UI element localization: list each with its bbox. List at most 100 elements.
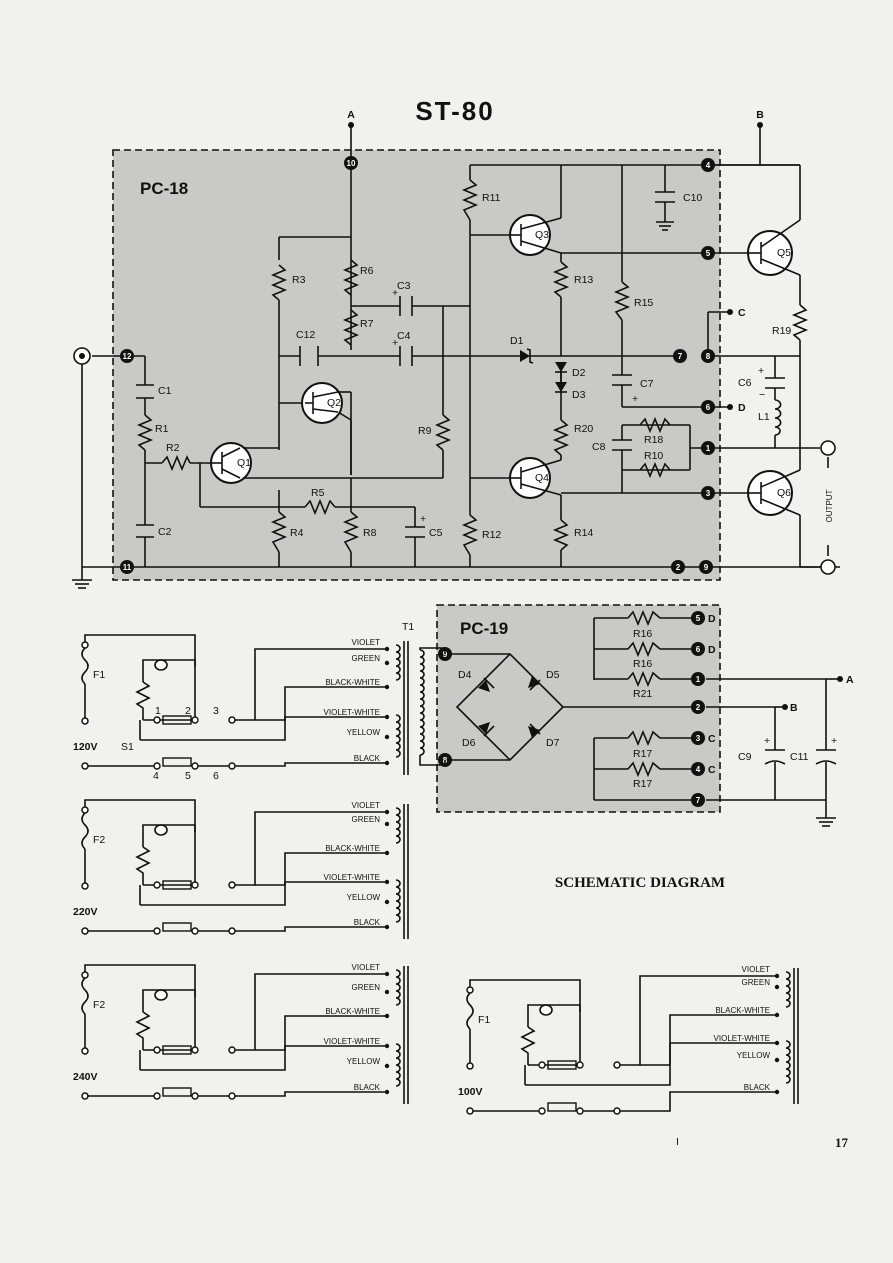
wire-label: VIOLET xyxy=(352,801,381,810)
wire-label: YELLOW xyxy=(347,893,381,902)
label-c12: C12 xyxy=(296,329,315,341)
resistor-r17-b xyxy=(627,760,661,778)
label-c7: C6 xyxy=(738,377,752,389)
label-r8: R8 xyxy=(363,527,377,539)
voltage-label: 240V xyxy=(73,1071,98,1083)
pc19-nodes: 9 8 5 D 6 D 1 2 3 C 4 C 7 xyxy=(438,611,716,807)
label-q6: Q6 xyxy=(777,487,791,499)
label-d5: D5 xyxy=(546,669,560,681)
wire-label: VIOLET xyxy=(352,963,381,972)
node-9: 9 xyxy=(699,560,713,574)
capacitor-c10 xyxy=(655,191,675,231)
label-d3: D3 xyxy=(572,389,586,401)
pc19-node-7: 7 xyxy=(691,793,705,807)
pc19-label: PC-19 xyxy=(460,619,508,638)
wire-label: VIOLET-WHITE xyxy=(324,873,380,882)
pc18-label: PC-18 xyxy=(140,179,188,198)
resistor-r1 xyxy=(136,414,154,451)
fuse-label: F2 xyxy=(93,834,105,846)
lug-label: 5 xyxy=(185,770,191,782)
label-r18: R18 xyxy=(644,434,663,446)
input-jack xyxy=(73,347,91,365)
transistor-q2 xyxy=(301,382,343,424)
label-r15: R15 xyxy=(634,297,653,309)
pc18-outline xyxy=(112,149,721,581)
label-r16-a: R16 xyxy=(633,628,652,640)
wire-label: BLACK-WHITE xyxy=(325,678,380,687)
terminal-a-top: A xyxy=(347,109,355,121)
label-c3: C3 xyxy=(397,280,411,292)
node-5: 5 xyxy=(701,246,715,260)
transistor-q6 xyxy=(747,469,801,516)
label-q3: Q3 xyxy=(535,229,549,241)
label-d2: D2 xyxy=(572,367,586,379)
svg-text:4: 4 xyxy=(706,161,711,170)
stray-mark: I xyxy=(676,1136,679,1148)
label-c2: C2 xyxy=(158,526,172,538)
transistor-q3 xyxy=(508,214,562,256)
diode-d6 xyxy=(478,722,495,737)
label-q2: Q2 xyxy=(327,397,341,409)
label-d4: D4 xyxy=(458,669,472,681)
capacitor-c8 xyxy=(612,439,632,451)
switch-label: S1 xyxy=(121,741,134,753)
pc19-node-4: 4 C xyxy=(691,762,716,776)
label-r21: R21 xyxy=(633,688,652,700)
svg-text:+: + xyxy=(831,735,837,747)
node-8: 8 xyxy=(701,349,715,363)
label-d6: D6 xyxy=(462,737,476,749)
svg-text:6: 6 xyxy=(696,645,701,654)
resistor-r5 xyxy=(304,498,336,516)
diagram-caption: SCHEMATIC DIAGRAM xyxy=(555,875,725,891)
svg-text:5: 5 xyxy=(696,614,701,623)
label-r6: R6 xyxy=(360,265,374,277)
svg-text:2: 2 xyxy=(696,703,701,712)
label-r4: R4 xyxy=(290,527,304,539)
label-r9: R9 xyxy=(418,425,432,437)
diode-d7 xyxy=(528,723,541,738)
svg-text:−: − xyxy=(759,389,765,401)
wire-label: BLACK xyxy=(744,1083,771,1092)
lug-label: 1 xyxy=(155,705,161,717)
label-r16-b: R16 xyxy=(633,658,652,670)
label-q4: Q4 xyxy=(535,472,549,484)
fuse-label: F1 xyxy=(478,1014,490,1026)
pc19-node-3: 3 C xyxy=(691,731,716,745)
svg-text:C: C xyxy=(708,764,716,776)
label-c10: C10 xyxy=(683,192,702,204)
label-r13: R13 xyxy=(574,274,593,286)
resistor-r12 xyxy=(461,514,479,556)
wire-label: BLACK xyxy=(354,754,381,763)
resistor-r2 xyxy=(161,454,191,472)
wire-label: YELLOW xyxy=(347,1057,381,1066)
terminal-b-pc19: B xyxy=(790,702,798,714)
wire-label: YELLOW xyxy=(737,1051,771,1060)
terminal-d-pc18: D xyxy=(738,402,746,414)
wire-label: VIOLET-WHITE xyxy=(714,1034,770,1043)
label-r7: R7 xyxy=(360,318,374,330)
svg-text:5: 5 xyxy=(706,249,711,258)
capacitor-c3: + xyxy=(392,287,413,316)
pc19-node-5: 5 D xyxy=(691,611,716,625)
resistor-r13 xyxy=(552,261,570,298)
svg-text:2: 2 xyxy=(676,563,681,572)
resistor-r8 xyxy=(342,511,360,553)
capacitor-c9: + xyxy=(764,735,786,765)
svg-text:12: 12 xyxy=(123,352,132,361)
label-c4: C4 xyxy=(397,330,411,342)
resistor-r14 xyxy=(552,519,570,551)
node-3: 3 xyxy=(701,486,715,500)
mains-wiring-100v: F1100VVIOLETGREENBLACK-WHITEVIOLET-WHITE… xyxy=(458,965,799,1115)
node-1: 1 xyxy=(701,441,715,455)
inductor-l1 xyxy=(774,399,782,436)
svg-text:3: 3 xyxy=(706,489,711,498)
node-2: 2 xyxy=(671,560,685,574)
voltage-label: 100V xyxy=(458,1086,483,1098)
svg-text:8: 8 xyxy=(706,352,711,361)
resistor-r19 xyxy=(791,304,809,341)
label-r17-a: R17 xyxy=(633,748,652,760)
label-r1: R1 xyxy=(155,423,169,435)
node-6: 6 xyxy=(701,400,715,414)
lug-label: 3 xyxy=(213,705,219,717)
